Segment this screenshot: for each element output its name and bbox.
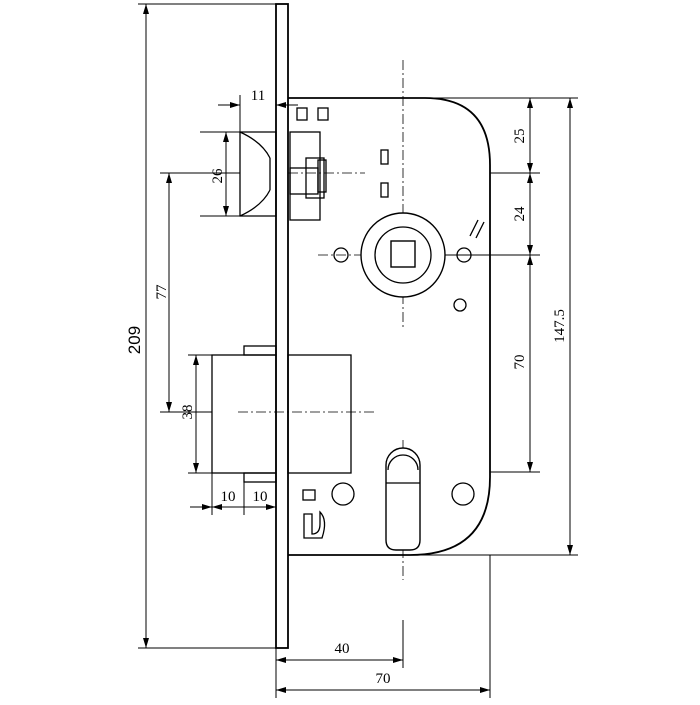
label-10a: 10 (221, 489, 236, 505)
label-70v: 70 (512, 355, 528, 370)
label-77: 77 (154, 284, 170, 300)
label-40: 40 (335, 641, 350, 657)
faceplate (275, 3, 289, 649)
case-slots (380, 149, 485, 239)
label-11: 11 (251, 88, 265, 104)
dim-bottom-horizontal (275, 555, 491, 698)
dim-26 (200, 131, 240, 217)
dim-11 (218, 95, 298, 132)
label-209: 209 (125, 326, 144, 354)
small-parts (302, 489, 326, 539)
label-147-5: 147.5 (552, 309, 568, 343)
dim-38 (188, 354, 212, 474)
dead-bolt (211, 345, 352, 483)
label-38: 38 (180, 405, 196, 420)
dim-209 (138, 3, 276, 649)
lock-case (288, 97, 491, 556)
spindle-hub (333, 212, 472, 312)
dim-right-vertical (420, 97, 578, 556)
dim-10-10 (190, 473, 276, 515)
label-26: 26 (210, 168, 226, 184)
latch-bolt (239, 131, 277, 217)
latch-mechanism (289, 107, 329, 221)
label-24: 24 (512, 206, 528, 222)
label-70h: 70 (376, 671, 391, 687)
cylinder-cutout (331, 447, 475, 551)
label-25: 25 (512, 129, 528, 144)
label-10b: 10 (253, 489, 268, 505)
dim-77 (160, 172, 240, 413)
